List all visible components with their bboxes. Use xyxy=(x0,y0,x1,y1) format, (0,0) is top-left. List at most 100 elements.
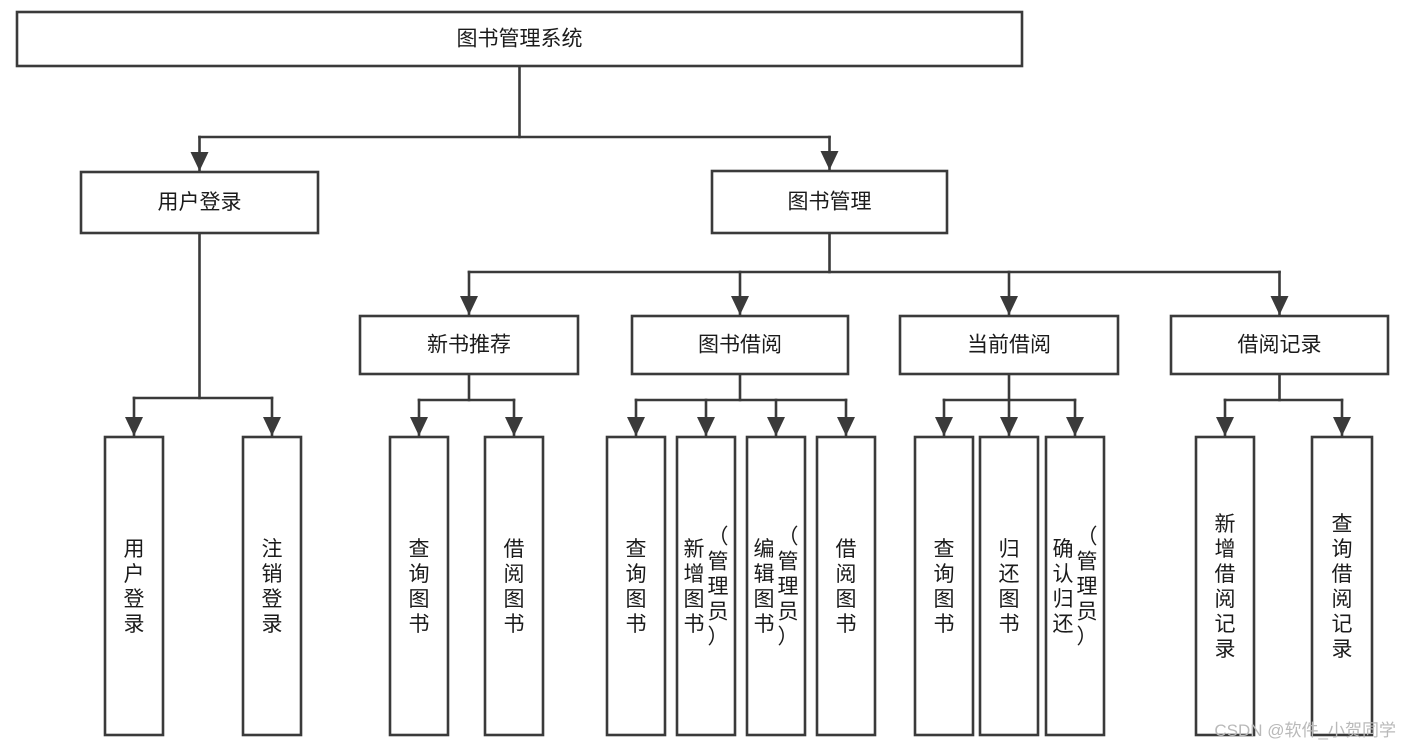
node-leaf-confirm-return-label: 员 xyxy=(1077,601,1098,624)
node-leaf-logout-box[interactable] xyxy=(241,435,303,737)
node-leaf-confirm-return-label: 理 xyxy=(1077,576,1098,599)
node-leaf-logout-label: 登 xyxy=(262,588,283,611)
node-leaf-confirm-return-label: 确 xyxy=(1053,538,1074,561)
node-leaf-borrow-book-recommend-label: 图 xyxy=(504,588,525,611)
node-borrow-record-label: 借阅记录 xyxy=(1238,334,1322,357)
node-leaf-edit-book-label: ） xyxy=(778,626,799,649)
node-leaf-user-login-box[interactable] xyxy=(103,435,165,737)
node-leaf-query-book-borrow-box[interactable] xyxy=(605,435,667,737)
node-leaf-query-book-borrow-label: 询 xyxy=(626,563,647,586)
node-book-management[interactable]: 图书管理 xyxy=(710,169,949,235)
node-new-book-recommend[interactable]: 新书推荐 xyxy=(358,314,580,376)
node-root[interactable]: 图书管理系统 xyxy=(15,10,1024,68)
node-leaf-add-book-label: 增 xyxy=(684,563,705,586)
node-current-borrow[interactable]: 当前借阅 xyxy=(898,314,1120,376)
node-leaf-edit-book-label: 理 xyxy=(778,576,799,599)
node-user-login-box[interactable] xyxy=(79,170,320,235)
node-root-box[interactable] xyxy=(15,10,1024,68)
node-user-login-label: 用户登录 xyxy=(158,191,242,214)
node-leaf-confirm-return-label: （ xyxy=(1077,526,1098,549)
node-book-borrow[interactable]: 图书借阅 xyxy=(630,314,850,376)
node-leaf-query-book-borrow-label: 书 xyxy=(626,613,647,636)
node-leaf-return-book-label: 归 xyxy=(999,538,1020,561)
node-leaf-query-borrow-record-label: 录 xyxy=(1332,638,1353,661)
node-leaf-confirm-return-label: 归 xyxy=(1053,588,1074,611)
nodes-layer: 图书管理系统用户登录图书管理新书推荐图书借阅当前借阅借阅记录用户登录注销登录查询… xyxy=(15,10,1390,737)
node-leaf-edit-book-box[interactable] xyxy=(745,435,807,737)
node-leaf-query-borrow-record-label: 借 xyxy=(1332,563,1353,586)
node-current-borrow-box[interactable] xyxy=(898,314,1120,376)
node-leaf-query-borrow-record-label: 记 xyxy=(1332,613,1353,636)
node-borrow-record-box[interactable] xyxy=(1169,314,1390,376)
node-book-borrow-label: 图书借阅 xyxy=(698,334,782,357)
node-leaf-user-login[interactable]: 用户登录 xyxy=(103,435,165,737)
node-leaf-user-login-label: 录 xyxy=(124,613,145,636)
node-leaf-query-book-current-label: 询 xyxy=(934,563,955,586)
node-leaf-return-book-box[interactable] xyxy=(978,435,1040,737)
node-leaf-logout-label: 录 xyxy=(262,613,283,636)
node-leaf-return-book-label: 还 xyxy=(999,563,1020,586)
node-leaf-add-borrow-record-label: 记 xyxy=(1215,613,1236,636)
node-leaf-add-book-label: 新 xyxy=(684,538,705,561)
node-leaf-query-book-recommend-box[interactable] xyxy=(388,435,450,737)
csdn-watermark: CSDN @软件_小贺同学 xyxy=(1214,721,1396,740)
node-book-management-box[interactable] xyxy=(710,169,949,235)
node-leaf-query-book-recommend-label: 图 xyxy=(409,588,430,611)
node-leaf-confirm-return-box[interactable] xyxy=(1044,435,1106,737)
node-leaf-borrow-book-label: 借 xyxy=(836,538,857,561)
node-leaf-add-book-box[interactable] xyxy=(675,435,737,737)
node-leaf-borrow-book-box[interactable] xyxy=(815,435,877,737)
node-leaf-logout-label: 销 xyxy=(262,563,283,586)
node-leaf-borrow-book-recommend-box[interactable] xyxy=(483,435,545,737)
node-leaf-query-book-current-label: 书 xyxy=(934,613,955,636)
node-leaf-add-borrow-record-label: 新 xyxy=(1215,513,1236,536)
node-leaf-query-borrow-record-box[interactable] xyxy=(1310,435,1374,737)
node-book-borrow-box[interactable] xyxy=(630,314,850,376)
node-new-book-recommend-label: 新书推荐 xyxy=(427,334,511,357)
node-leaf-query-book-recommend-label: 书 xyxy=(409,613,430,636)
node-leaf-user-login-label: 用 xyxy=(124,538,145,561)
connectors-layer xyxy=(125,64,1351,438)
node-leaf-edit-book-label: 书 xyxy=(754,613,775,636)
node-leaf-add-book-label: 理 xyxy=(708,576,729,599)
node-leaf-confirm-return-label: 认 xyxy=(1053,563,1074,586)
node-leaf-borrow-book-label: 图 xyxy=(836,588,857,611)
node-leaf-edit-book-label: 员 xyxy=(778,601,799,624)
node-leaf-borrow-book-recommend-label: 书 xyxy=(504,613,525,636)
node-borrow-record[interactable]: 借阅记录 xyxy=(1169,314,1390,376)
node-user-login[interactable]: 用户登录 xyxy=(79,170,320,235)
node-leaf-query-book-borrow-label: 查 xyxy=(626,538,647,561)
node-leaf-edit-book-label: 辑 xyxy=(754,563,775,586)
node-leaf-borrow-book-recommend-label: 借 xyxy=(504,538,525,561)
node-current-borrow-label: 当前借阅 xyxy=(967,334,1051,357)
node-leaf-query-book-current-box[interactable] xyxy=(913,435,975,737)
node-leaf-add-book-label: （ xyxy=(708,526,729,549)
node-leaf-edit-book-label: 图 xyxy=(754,588,775,611)
node-leaf-add-borrow-record-label: 录 xyxy=(1215,638,1236,661)
node-leaf-add-book-label: 管 xyxy=(708,551,729,574)
node-leaf-borrow-book-label: 书 xyxy=(836,613,857,636)
node-leaf-add-borrow-record-box[interactable] xyxy=(1194,435,1256,737)
node-leaf-query-book-recommend-label: 查 xyxy=(409,538,430,561)
node-leaf-confirm-return-label: 还 xyxy=(1053,613,1074,636)
node-leaf-query-book-recommend-label: 询 xyxy=(409,563,430,586)
node-leaf-add-book-label: ） xyxy=(708,626,729,649)
node-leaf-query-borrow-record-label: 询 xyxy=(1332,538,1353,561)
node-book-management-label: 图书管理 xyxy=(788,191,872,214)
node-leaf-return-book-label: 图 xyxy=(999,588,1020,611)
node-new-book-recommend-box[interactable] xyxy=(358,314,580,376)
